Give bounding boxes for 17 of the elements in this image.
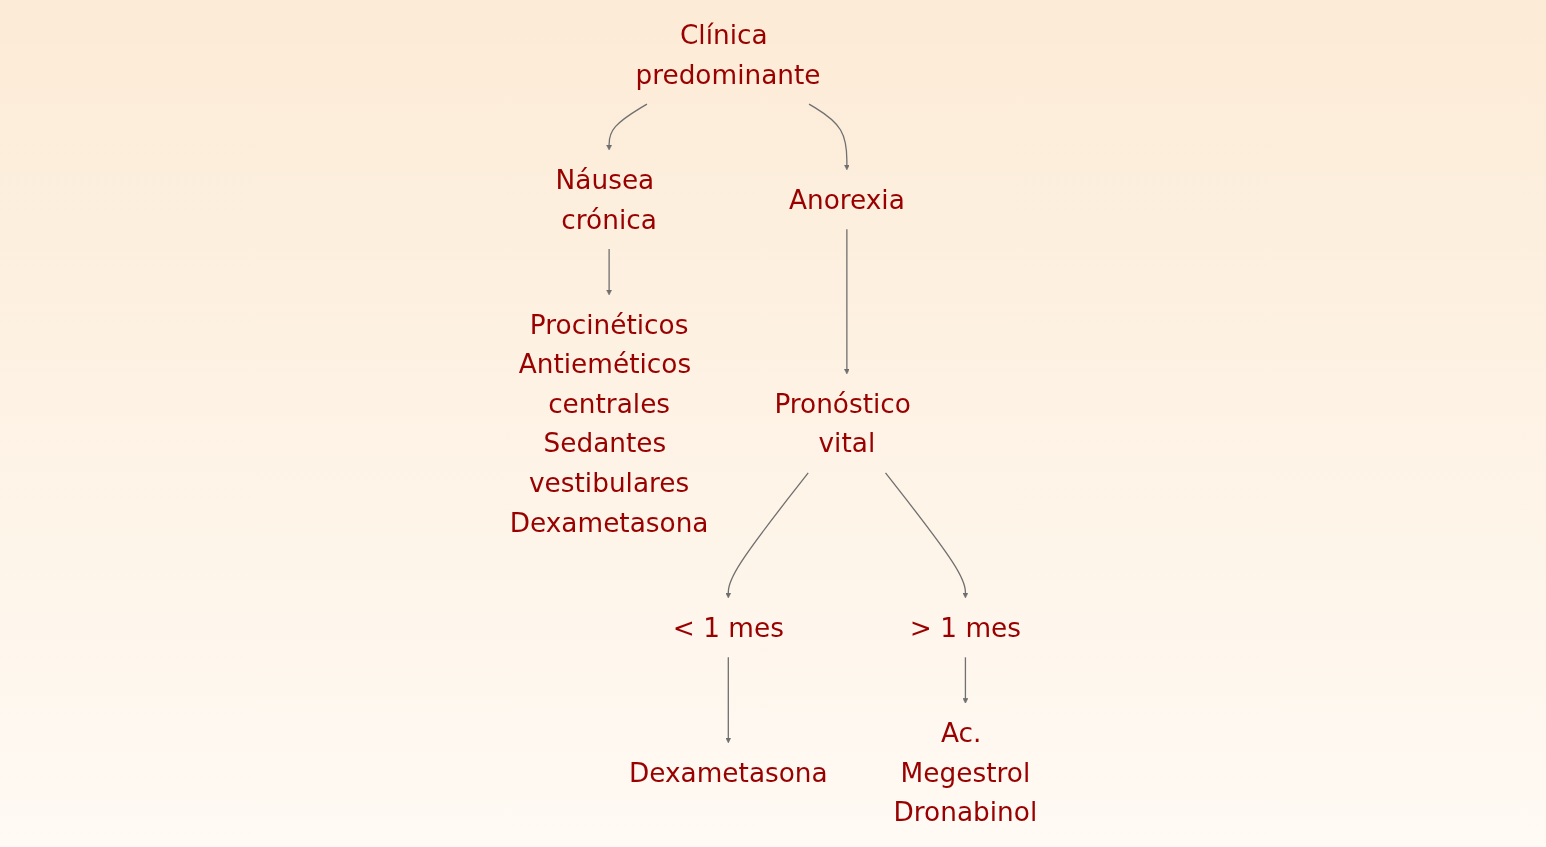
arrow [724,472,809,599]
arrow [843,228,850,375]
arrow [884,472,968,599]
node-text: > 1 mes [909,612,1021,643]
node-text: < 1 mes [672,612,784,643]
arrow [962,656,968,704]
node-text: Pronóstico vital [773,388,911,459]
node-text: Ac. Megestrol Dronabinol [893,717,1037,828]
node-text: Anorexia [788,184,905,215]
arrow [807,103,850,171]
node-text: Procinéticos Antieméticos centrales Sedantes vestibulares Dexametasona [509,309,709,538]
arrow [724,656,731,744]
node-text: Dexametasona [628,757,828,788]
node-text: Náusea crónica [555,164,657,235]
arrow [605,103,648,151]
node-text: Clínica predominante [634,19,821,90]
arrow [605,248,612,296]
